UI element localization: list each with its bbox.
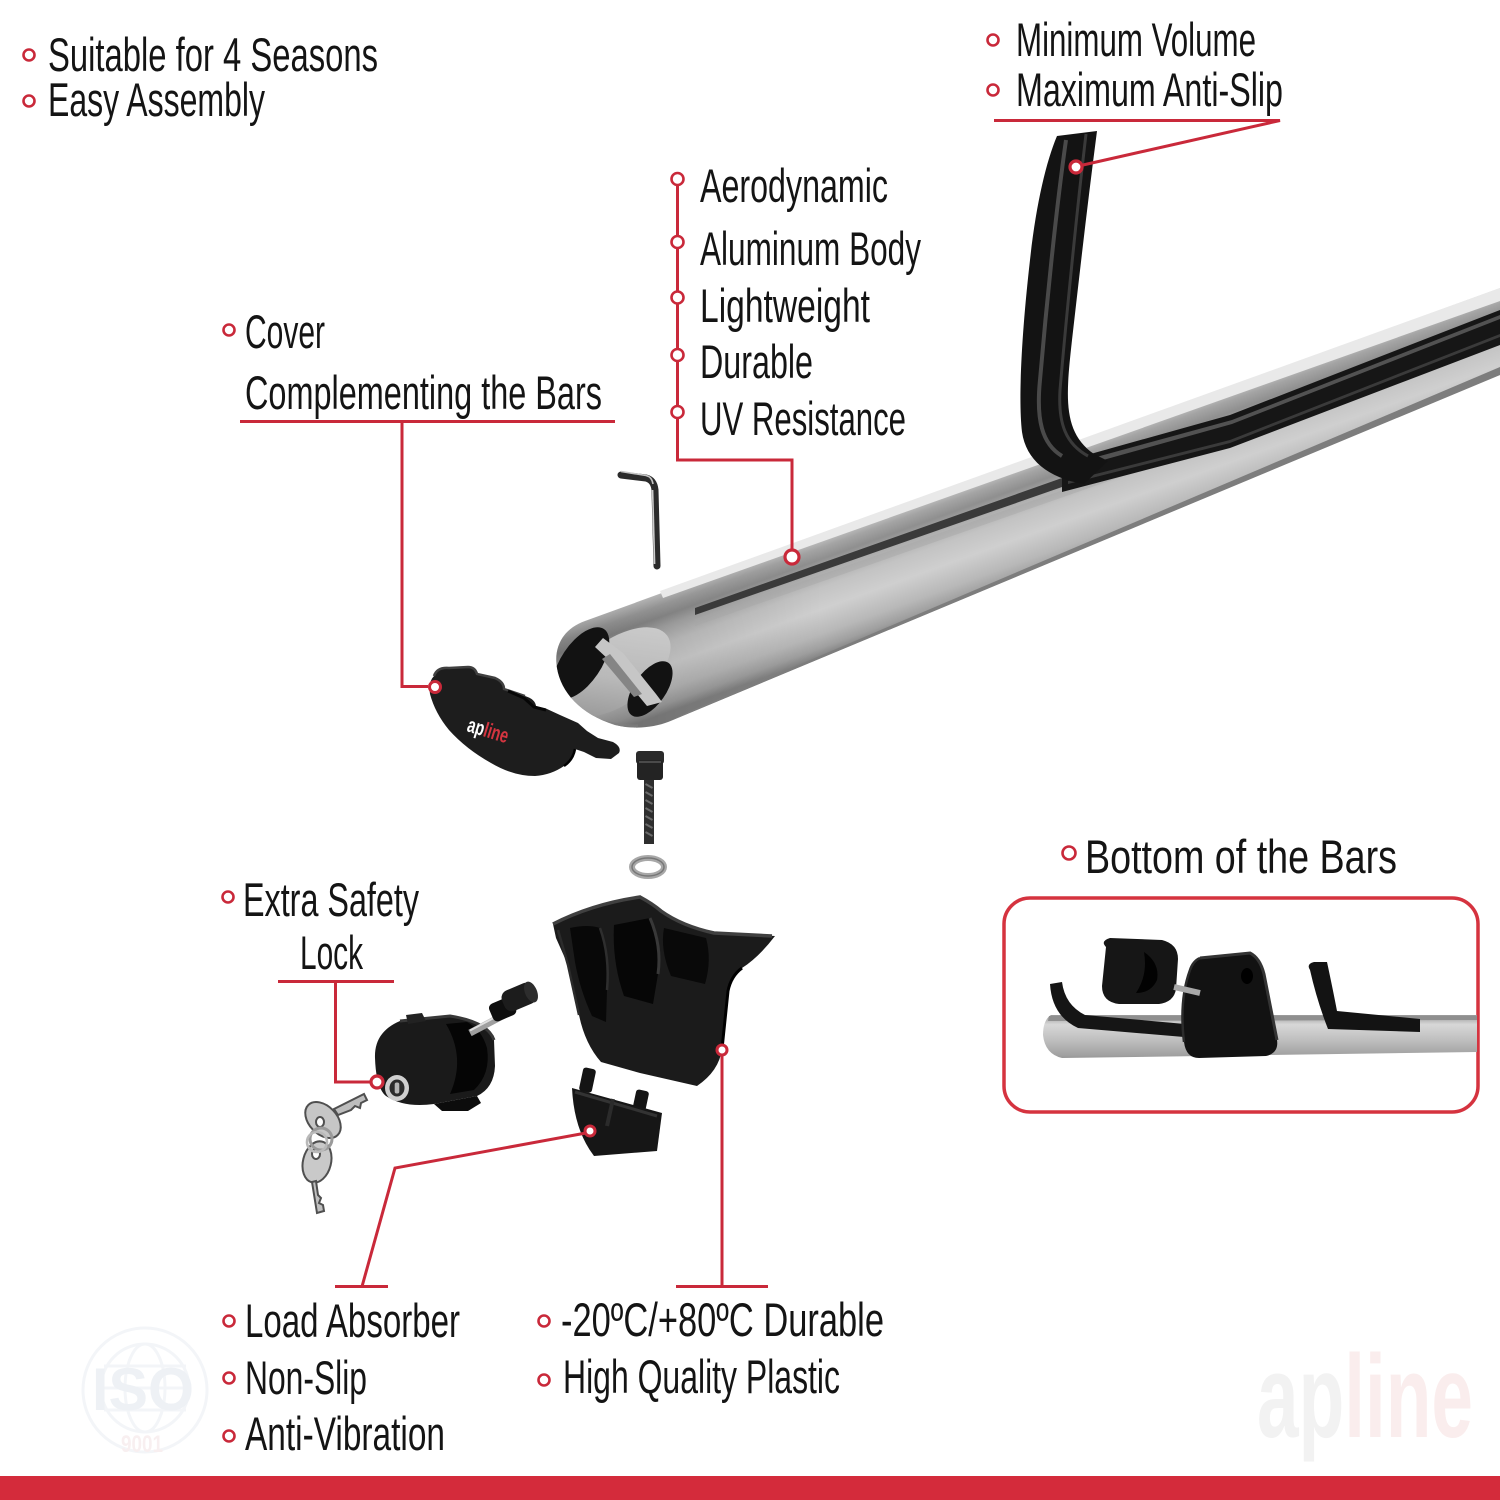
- svg-text:Durable: Durable: [700, 335, 813, 388]
- svg-text:Bottom of the Bars: Bottom of the Bars: [1085, 830, 1397, 883]
- svg-text:Maximum Anti-Slip: Maximum Anti-Slip: [1016, 63, 1283, 116]
- svg-text:Extra Safety: Extra Safety: [243, 873, 419, 926]
- svg-text:apline: apline: [1257, 1331, 1473, 1463]
- svg-text:Aerodynamic: Aerodynamic: [700, 159, 888, 212]
- svg-text:Cover: Cover: [245, 305, 325, 358]
- svg-text:Lock: Lock: [300, 926, 363, 979]
- svg-text:Aluminum Body: Aluminum Body: [700, 222, 921, 275]
- svg-text:ISO: ISO: [92, 1356, 194, 1423]
- svg-text:Lightweight: Lightweight: [700, 279, 870, 332]
- svg-text:Suitable for 4 Seasons: Suitable for 4 Seasons: [48, 28, 378, 81]
- svg-text:Minimum Volume: Minimum Volume: [1016, 13, 1256, 66]
- svg-text:Non-Slip: Non-Slip: [245, 1351, 367, 1404]
- svg-text:9001: 9001: [121, 1431, 163, 1458]
- svg-text:High Quality Plastic: High Quality Plastic: [563, 1350, 840, 1403]
- svg-text:Load Absorber: Load Absorber: [245, 1294, 460, 1347]
- svg-text:-20ºC/+80ºC Durable: -20ºC/+80ºC Durable: [561, 1293, 884, 1346]
- svg-text:Easy Assembly: Easy Assembly: [48, 73, 265, 126]
- svg-text:Complementing the Bars: Complementing the Bars: [245, 366, 602, 419]
- svg-text:Anti-Vibration: Anti-Vibration: [245, 1407, 445, 1460]
- svg-text:UV Resistance: UV Resistance: [700, 392, 906, 445]
